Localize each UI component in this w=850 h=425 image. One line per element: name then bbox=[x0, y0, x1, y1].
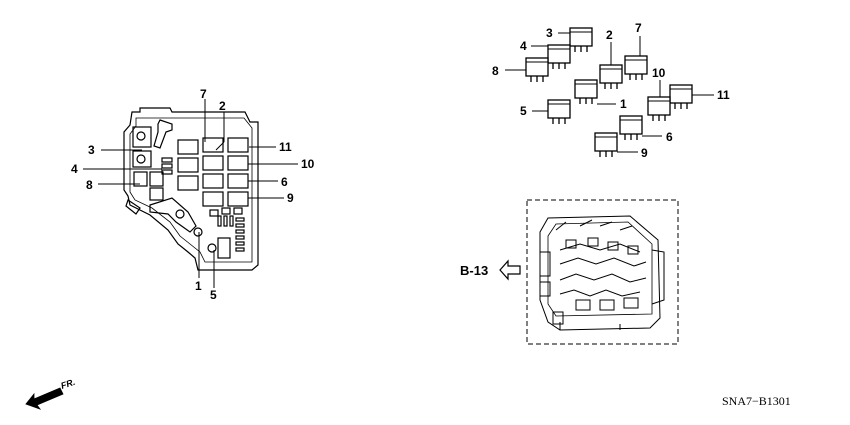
relay-10 bbox=[647, 96, 671, 122]
relay-callout-1: 1 bbox=[620, 97, 627, 111]
fuse-box-assembly bbox=[539, 215, 665, 331]
callout-1: 1 bbox=[195, 279, 202, 293]
diagram-code: SNA7−B1301 bbox=[722, 394, 791, 408]
callout-10: 10 bbox=[301, 157, 315, 171]
callout-9: 9 bbox=[287, 191, 294, 205]
relay-callout-4: 4 bbox=[520, 39, 527, 53]
callout-3: 3 bbox=[88, 143, 95, 157]
callout-11: 11 bbox=[279, 140, 292, 154]
reference-label: B-13 bbox=[460, 263, 488, 278]
relay-6 bbox=[619, 115, 643, 141]
relay-3 bbox=[569, 27, 593, 53]
relay-7 bbox=[624, 55, 648, 81]
relay-callout-6: 6 bbox=[666, 130, 673, 144]
relay-callout-2: 2 bbox=[606, 28, 613, 42]
relay-5 bbox=[547, 99, 571, 125]
front-direction-arrow bbox=[25, 387, 64, 410]
relay-4 bbox=[547, 44, 571, 70]
callout-4: 4 bbox=[71, 162, 78, 176]
front-direction-label: FR. bbox=[60, 377, 77, 391]
callout-6: 6 bbox=[281, 175, 288, 189]
fuse-relay-box bbox=[123, 107, 259, 271]
relay-callout-10: 10 bbox=[652, 66, 666, 80]
reference-arrow bbox=[499, 259, 521, 281]
fuse-box-outline bbox=[123, 107, 259, 271]
relay-callout-5: 5 bbox=[520, 104, 527, 118]
callout-7: 7 bbox=[200, 87, 207, 101]
relay-2 bbox=[599, 64, 623, 90]
callout-8: 8 bbox=[86, 178, 93, 192]
relay-callout-8: 8 bbox=[492, 64, 499, 78]
relay-callout-3: 3 bbox=[546, 26, 553, 40]
relay-callout-7: 7 bbox=[635, 21, 642, 35]
callout-2: 2 bbox=[219, 99, 226, 113]
relay-callout-9: 9 bbox=[641, 146, 648, 160]
relay-9 bbox=[594, 132, 618, 158]
relay-11 bbox=[669, 84, 693, 110]
reference-frame bbox=[526, 199, 679, 345]
relay-callout-11: 11 bbox=[717, 88, 730, 102]
relay-1 bbox=[574, 79, 598, 105]
relay-8 bbox=[525, 57, 549, 83]
callout-5: 5 bbox=[210, 288, 217, 302]
